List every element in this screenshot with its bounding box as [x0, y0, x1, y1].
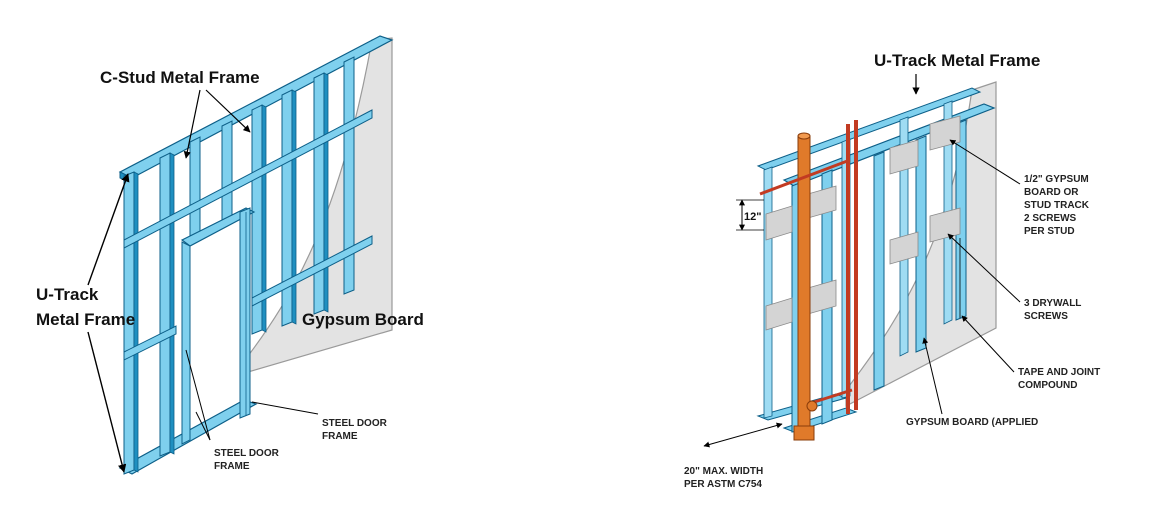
- left-door-jamb-left: [181, 241, 191, 445]
- dimension-12-label: 12": [744, 211, 761, 223]
- svg-text:3 DRYWALL: 3 DRYWALL: [1024, 298, 1081, 309]
- left-door-header: [180, 207, 256, 247]
- left-u-track-label-line2: Metal Frame: [36, 310, 135, 329]
- gypsum-board-note: 1/2" GYPSUM BOARD OR STUD TRACK 2 SCREWS…: [1024, 174, 1090, 237]
- left-u-track-label-line1: U-Track: [36, 285, 99, 304]
- gypsum-board-applied-label: GYPSUM BOARD (APPLIED: [906, 417, 1038, 428]
- right-c-studs: [791, 119, 967, 433]
- red-pipe-1: [846, 124, 850, 414]
- svg-text:20" MAX. WIDTH: 20" MAX. WIDTH: [684, 466, 763, 477]
- svg-text:1/2" GYPSUM: 1/2" GYPSUM: [1024, 174, 1089, 185]
- svg-text:COMPOUND: COMPOUND: [1018, 380, 1077, 391]
- svg-text:PER ASTM C754: PER ASTM C754: [684, 479, 762, 490]
- c-stud-metal-frame-label: C-Stud Metal Frame: [100, 68, 260, 87]
- steel-door-frame-right-line1: STEEL DOOR: [322, 418, 388, 429]
- svg-text:STUD TRACK: STUD TRACK: [1024, 200, 1090, 211]
- left-door-jamb-right: [239, 207, 251, 419]
- steel-door-frame-right-line2: FRAME: [322, 431, 358, 442]
- svg-text:BOARD OR: BOARD OR: [1024, 187, 1079, 198]
- svg-text:SCREWS: SCREWS: [1024, 311, 1068, 322]
- right-gypsum-patches: [765, 115, 961, 331]
- svg-text:TAPE AND JOINT: TAPE AND JOINT: [1018, 367, 1100, 378]
- max-width-note: 20" MAX. WIDTH PER ASTM C754: [684, 466, 763, 490]
- steel-door-frame-left-line2: FRAME: [214, 461, 250, 472]
- drywall-screws-note: 3 DRYWALL SCREWS: [1024, 298, 1081, 322]
- left-wall-illustration: C-Stud Metal Frame U-Track Metal Frame G…: [36, 35, 424, 475]
- gypsum-board-label: Gypsum Board: [302, 310, 424, 329]
- svg-text:2 SCREWS: 2 SCREWS: [1024, 213, 1077, 224]
- red-pipe-2: [854, 120, 858, 410]
- steel-door-frame-left-line1: STEEL DOOR: [214, 448, 280, 459]
- right-wall-illustration: U-Track Metal Frame 1/2" GYPSUM BOARD OR…: [684, 51, 1100, 490]
- svg-text:PER STUD: PER STUD: [1024, 226, 1075, 237]
- tape-joint-note: TAPE AND JOINT COMPOUND: [1018, 367, 1100, 391]
- orange-vertical-pipe: [797, 135, 811, 437]
- right-u-track-metal-frame-label: U-Track Metal Frame: [874, 51, 1040, 70]
